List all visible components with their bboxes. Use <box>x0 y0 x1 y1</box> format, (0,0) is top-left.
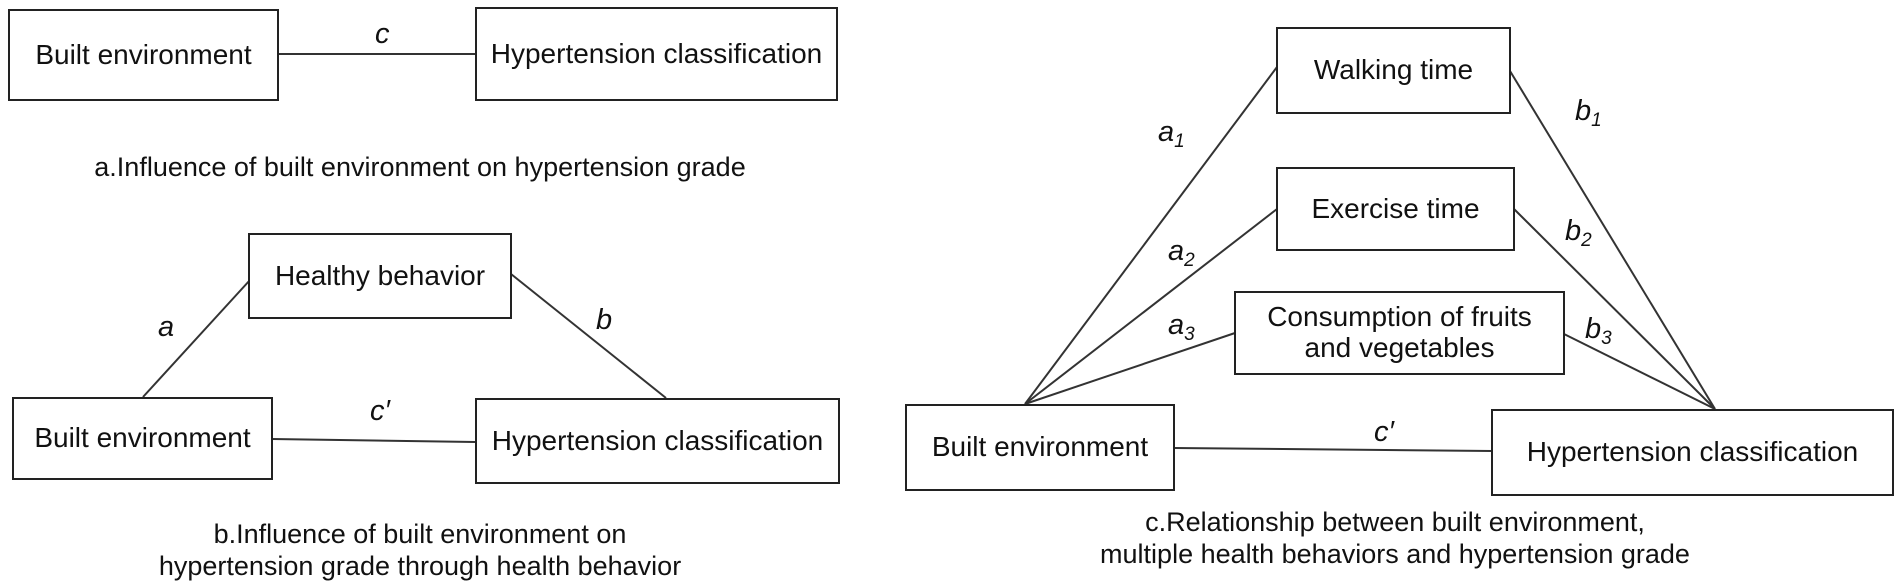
caption-c-line-2: multiple health behaviors and hypertensi… <box>1100 539 1690 570</box>
path-label-c-b3: b3 <box>1585 313 1612 349</box>
label: Built environment <box>34 422 251 454</box>
box-c-fruits-vegetables: Consumption of fruits and vegetables <box>1234 291 1565 375</box>
path-label-c-a3: a3 <box>1168 309 1195 345</box>
line-c-c-prime <box>1173 447 1493 452</box>
path-letter: a <box>1168 309 1185 341</box>
line-c-a1 <box>1024 66 1278 405</box>
line-c-b3 <box>1563 333 1716 410</box>
path-label-c-b2: b2 <box>1565 215 1592 251</box>
path-label-b-c-prime: c′ <box>370 395 390 427</box>
path-label-a-c: c <box>375 18 390 50</box>
path-label-c-b1: b1 <box>1575 95 1602 131</box>
path-label-c-c-prime: c′ <box>1374 416 1394 448</box>
line-c-a3 <box>1024 332 1236 405</box>
line-c-a2 <box>1024 208 1278 405</box>
path-subscript: 2 <box>1184 250 1195 271</box>
path-letter: a <box>1168 235 1185 267</box>
path-subscript: 1 <box>1174 131 1185 152</box>
label: Built environment <box>931 431 1149 463</box>
box-c-hypertension: Hypertension classification <box>1491 409 1894 496</box>
path-subscript: 3 <box>1601 328 1612 349</box>
caption-b: b.Influence of built environment on hype… <box>40 518 800 583</box>
caption-a: a.Influence of built environment on hype… <box>94 152 746 182</box>
label: Hypertension classification <box>491 424 824 456</box>
box-b-built-environment: Built environment <box>12 397 273 480</box>
label: Healthy behavior <box>274 259 486 291</box>
path-subscript: 1 <box>1591 110 1602 131</box>
box-a-built-environment: Built environment <box>8 9 279 101</box>
caption-c-line-1: c.Relationship between built environment… <box>1145 507 1645 537</box>
caption-b-line-1: b.Influence of built environment on <box>213 519 627 549</box>
path-letter: a <box>1158 116 1175 148</box>
path-letter: b <box>1565 215 1582 247</box>
path-label-b-b: b <box>596 304 613 336</box>
box-b-healthy-behavior: Healthy behavior <box>248 233 512 319</box>
box-c-built-environment: Built environment <box>905 404 1175 491</box>
label-line-2: and vegetables <box>1304 332 1495 363</box>
label: Hypertension classification <box>490 37 823 69</box>
line-c-b1 <box>1509 70 1716 410</box>
path-label-b-a: a <box>158 311 175 343</box>
label: Walking time <box>1313 54 1474 86</box>
label: Hypertension classification <box>1526 436 1859 468</box>
line-b-a <box>142 279 251 398</box>
line-b-c <box>271 438 476 443</box>
path-label-c-a1: a1 <box>1158 116 1185 152</box>
caption-b-line-2: hypertension grade through health behavi… <box>158 551 682 582</box>
box-c-exercise-time: Exercise time <box>1276 167 1515 251</box>
caption-c: c.Relationship between built environment… <box>955 506 1835 571</box>
line-c-b2 <box>1513 208 1716 410</box>
box-b-hypertension: Hypertension classification <box>475 398 840 484</box>
path-letter: b <box>1585 313 1602 345</box>
label-line-1: Consumption of fruits <box>1267 301 1532 333</box>
label: Exercise time <box>1311 192 1480 224</box>
path-subscript: 2 <box>1581 230 1592 251</box>
path-subscript: 3 <box>1184 324 1195 345</box>
label: Built environment <box>35 38 252 70</box>
line-b-b <box>510 273 667 399</box>
box-c-walking-time: Walking time <box>1276 27 1511 114</box>
path-label-c-a2: a2 <box>1168 235 1195 271</box>
path-letter: b <box>1575 95 1592 127</box>
box-a-hypertension: Hypertension classification <box>475 7 838 101</box>
